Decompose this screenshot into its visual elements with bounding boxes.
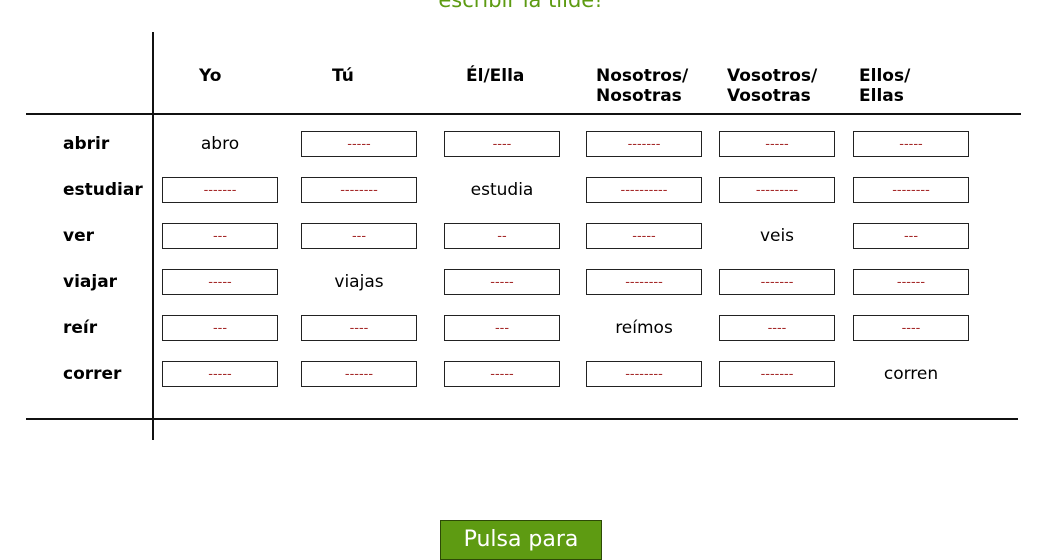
conjugation-input[interactable] (586, 361, 702, 387)
table-bottom-divider (26, 418, 1018, 420)
conjugation-input[interactable] (444, 269, 560, 295)
conjugation-input[interactable] (586, 269, 702, 295)
given-conjugation: abro (200, 134, 240, 154)
instructions-text: escribir la tilde! (438, 0, 603, 12)
conjugation-input[interactable] (586, 223, 702, 249)
conjugation-input[interactable] (444, 223, 560, 249)
conjugation-input[interactable] (719, 131, 835, 157)
conjugation-input[interactable] (444, 131, 560, 157)
conjugation-input[interactable] (444, 361, 560, 387)
conjugation-input[interactable] (162, 269, 278, 295)
conjugation-input[interactable] (853, 177, 969, 203)
verb-label: correr (63, 364, 122, 384)
conjugation-input[interactable] (301, 177, 417, 203)
conjugation-input[interactable] (719, 177, 835, 203)
conjugation-input[interactable] (444, 315, 560, 341)
table-header-divider (26, 113, 1021, 115)
given-conjugation: reímos (615, 318, 673, 338)
conjugation-input[interactable] (719, 315, 835, 341)
table-vertical-divider (152, 32, 154, 440)
given-conjugation: corren (883, 364, 939, 384)
conjugation-input[interactable] (586, 177, 702, 203)
given-conjugation: estudia (470, 180, 534, 200)
conjugation-input[interactable] (301, 361, 417, 387)
given-conjugation: viajas (334, 272, 384, 292)
conjugation-input[interactable] (162, 361, 278, 387)
check-answers-button[interactable]: Pulsa para (440, 520, 602, 560)
conjugation-input[interactable] (719, 361, 835, 387)
given-conjugation: veis (759, 226, 795, 246)
conjugation-input[interactable] (853, 269, 969, 295)
conjugation-input[interactable] (719, 269, 835, 295)
conjugation-input[interactable] (162, 177, 278, 203)
conjugation-input[interactable] (586, 131, 702, 157)
header-yo: Yo (199, 66, 222, 86)
header-el-ella: Él/Ella (466, 66, 525, 86)
verb-label: abrir (63, 134, 110, 154)
verb-label: reír (63, 318, 98, 338)
conjugation-input[interactable] (162, 315, 278, 341)
conjugation-input[interactable] (301, 131, 417, 157)
verb-label: viajar (63, 272, 118, 292)
header-vosotros: Vosotros/ Vosotras (727, 66, 818, 106)
conjugation-input[interactable] (853, 131, 969, 157)
conjugation-input[interactable] (853, 223, 969, 249)
verb-label: ver (63, 226, 94, 246)
header-ellos: Ellos/ Ellas (859, 66, 911, 106)
conjugation-input[interactable] (301, 223, 417, 249)
conjugation-input[interactable] (853, 315, 969, 341)
conjugation-input[interactable] (301, 315, 417, 341)
conjugation-input[interactable] (162, 223, 278, 249)
verb-label: estudiar (63, 180, 143, 200)
header-nosotros: Nosotros/ Nosotras (596, 66, 689, 106)
header-tu: Tú (332, 66, 354, 86)
